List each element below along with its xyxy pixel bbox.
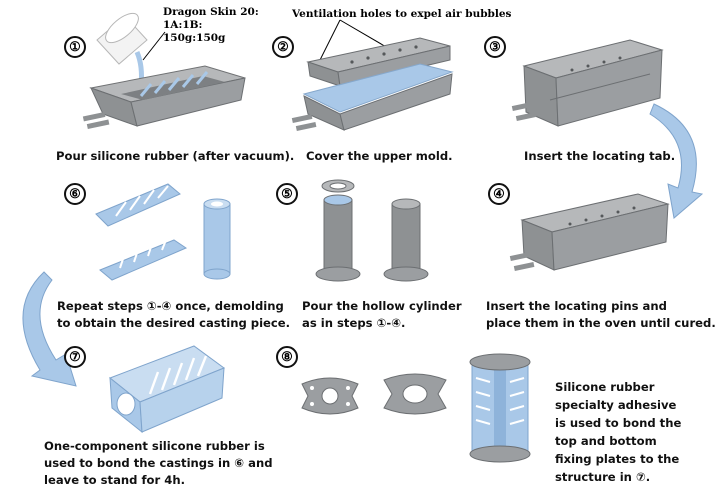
casting-half-top bbox=[95, 183, 181, 227]
step-6-badge: ⑥ bbox=[64, 183, 86, 205]
step-8-caption-line-1: Silicone rubber bbox=[555, 380, 655, 394]
step-2-illustration bbox=[291, 19, 454, 132]
step-5-badge: ⑤ bbox=[276, 183, 298, 205]
step-8-caption-line-6: structure in ⑦. bbox=[555, 470, 651, 484]
step-7-illustration bbox=[109, 345, 226, 434]
upper-mold bbox=[306, 37, 451, 87]
step-5-illustration bbox=[315, 179, 429, 282]
step-1-illustration bbox=[82, 12, 246, 130]
step-6-caption-line-1: Repeat steps ①-④ once, demolding bbox=[57, 299, 284, 313]
step-6-illustration bbox=[95, 183, 231, 281]
step-8-assembled-structure bbox=[469, 353, 531, 463]
lower-mold bbox=[291, 73, 453, 132]
step-8-caption-line-5: fixing plates to the bbox=[555, 452, 680, 466]
material-line-2: 1A:1B: bbox=[163, 19, 203, 31]
step-8-plate-left bbox=[301, 377, 359, 415]
material-line-3: 150g:150g bbox=[163, 32, 226, 44]
vent-note: Ventilation holes to expel air bubbles bbox=[292, 8, 512, 20]
step-4-illustration bbox=[509, 193, 670, 272]
step-8-badge: ⑧ bbox=[276, 346, 298, 368]
step-5-caption-line-2: as in steps ①-④. bbox=[302, 316, 406, 330]
lower-mold bbox=[82, 65, 246, 130]
step-3-illustration bbox=[511, 39, 664, 127]
step-6-caption-line-2: to obtain the desired casting piece. bbox=[57, 316, 291, 330]
step-8-caption-line-3: is used to bond the bbox=[555, 416, 682, 430]
cylinder-mold-open bbox=[315, 179, 361, 282]
step-4-caption-line-2: place them in the oven until cured. bbox=[486, 316, 716, 330]
step-5-caption-line-1: Pour the hollow cylinder bbox=[302, 299, 462, 313]
material-label: Dragon Skin 20: 1A:1B: 150g:150g bbox=[163, 6, 259, 45]
silicone-fill bbox=[302, 63, 454, 113]
step-8-plate-right bbox=[383, 373, 447, 415]
flow-arrow-3-to-4 bbox=[649, 103, 704, 219]
vent-pointer-2 bbox=[339, 19, 389, 49]
bonded-casting bbox=[109, 345, 226, 434]
material-line-1: Dragon Skin 20: bbox=[163, 6, 259, 18]
step-7-caption-line-3: leave to stand for 4h. bbox=[44, 473, 186, 487]
step-7-caption-line-1: One-component silicone rubber is bbox=[44, 439, 265, 453]
step-1-caption: Pour silicone rubber (after vacuum). bbox=[56, 149, 295, 163]
step-4-badge: ④ bbox=[488, 183, 510, 205]
step-2-badge: ② bbox=[272, 36, 294, 58]
casting-half-bottom bbox=[99, 239, 188, 281]
casting-tube bbox=[203, 198, 231, 280]
closed-mold bbox=[511, 39, 664, 127]
step-8-caption-line-4: top and bottom bbox=[555, 434, 657, 448]
flow-arrow-6-to-7 bbox=[22, 271, 77, 387]
step-4-caption: Insert the locating pins and place them … bbox=[486, 298, 716, 332]
cylinder-mold-closed bbox=[383, 198, 429, 282]
step-5-caption: Pour the hollow cylinder as in steps ①-④… bbox=[302, 298, 462, 332]
step-8-caption-line-2: specialty adhesive bbox=[555, 398, 677, 412]
step-6-caption: Repeat steps ①-④ once, demolding to obta… bbox=[57, 298, 290, 332]
step-7-caption-line-2: used to bond the castings in ⑥ and bbox=[44, 456, 273, 470]
step-2-caption: Cover the upper mold. bbox=[306, 149, 453, 163]
vent-pointer-1 bbox=[319, 19, 341, 61]
step-7-badge: ⑦ bbox=[64, 346, 86, 368]
material-pointer-line bbox=[142, 31, 166, 61]
pouring-cup bbox=[96, 12, 148, 65]
step-3-badge: ③ bbox=[484, 36, 506, 58]
mold-with-pins bbox=[509, 193, 670, 272]
step-4-caption-line-1: Insert the locating pins and bbox=[486, 299, 667, 313]
step-1-badge: ① bbox=[64, 36, 86, 58]
step-3-caption: Insert the locating tab. bbox=[524, 149, 676, 163]
step-8-caption: Silicone rubber specialty adhesive is us… bbox=[555, 378, 695, 486]
step-7-caption: One-component silicone rubber is used to… bbox=[44, 438, 273, 489]
